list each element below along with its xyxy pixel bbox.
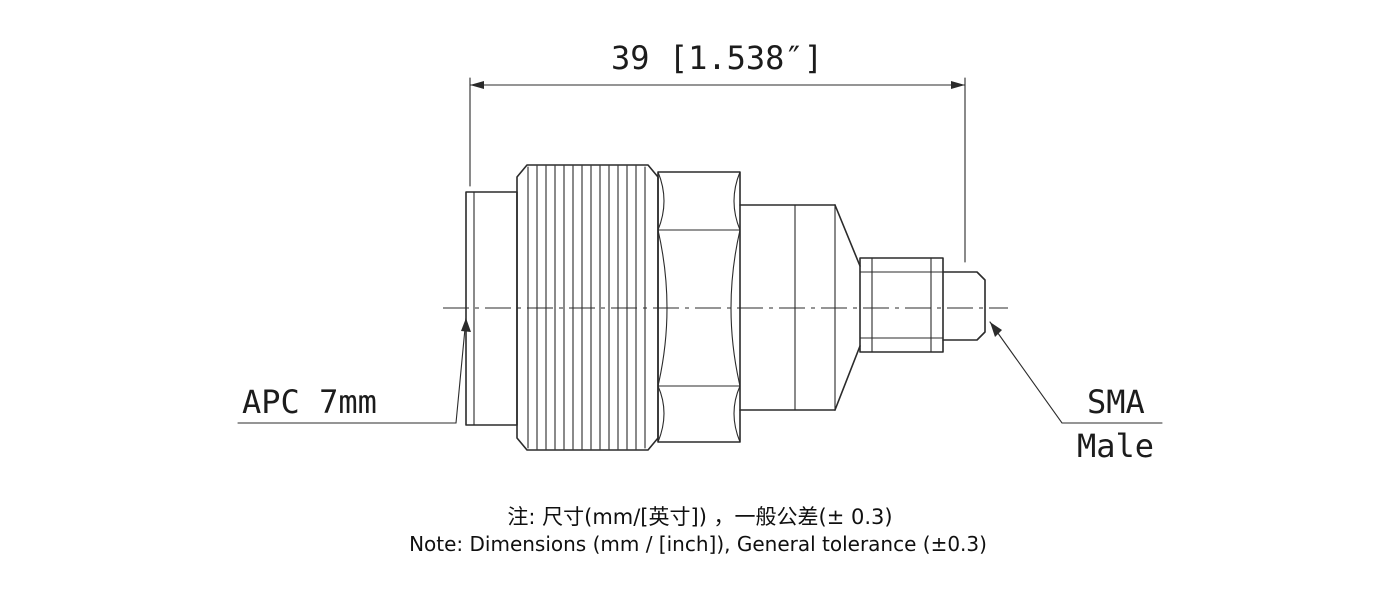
- apc-label: APC 7mm: [242, 383, 377, 421]
- taper-line-bottom: [834, 345, 861, 411]
- dimension-label: 39 [1.538″]: [611, 39, 823, 77]
- dimension-annotation: 39 [1.538″]: [469, 39, 966, 263]
- apc-leader-arrow: [461, 318, 471, 332]
- hex-chamfer-arc: [733, 171, 741, 231]
- sma-thread-barrel: [942, 271, 986, 341]
- sma-label: SMA: [1087, 383, 1145, 421]
- apc-leader-line: [237, 317, 467, 424]
- hex-chamfer-arc: [657, 171, 665, 231]
- note-cn: 注: 尺寸(mm/[英寸]) ，一般公差(± 0.3): [507, 505, 892, 529]
- sma-leader-arrow: [990, 322, 1002, 337]
- hex-chamfer-arc: [733, 385, 741, 443]
- sma-hex-outline: [859, 257, 944, 353]
- dimension-arrow-right: [951, 81, 965, 89]
- sma-leader-line: [989, 321, 1163, 424]
- hex-chamfer-arc: [730, 229, 741, 387]
- connector-body: [443, 164, 1008, 451]
- apc-leader: APC 7mm: [237, 317, 471, 424]
- dimension-arrow-left: [470, 81, 484, 89]
- note-en: Note: Dimensions (mm / [inch]), General …: [409, 532, 987, 556]
- hex-section-outline: [657, 171, 741, 443]
- sma-leader: SMA Male: [989, 321, 1163, 465]
- sma-label-line2: Male: [1077, 427, 1154, 465]
- notes: 注: 尺寸(mm/[英寸]) ，一般公差(± 0.3) Note: Dimens…: [409, 505, 987, 556]
- taper-line-top: [834, 204, 861, 267]
- hex-chamfer-arc: [657, 385, 665, 443]
